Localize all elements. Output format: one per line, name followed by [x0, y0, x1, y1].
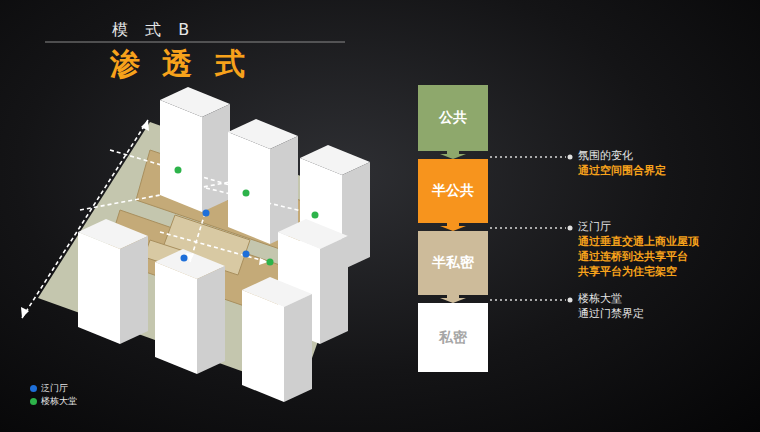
callout-heading: 氛围的变化: [578, 149, 633, 162]
level-label: 公共: [439, 109, 467, 127]
level-arrow: [440, 151, 466, 159]
level-label: 半公共: [432, 182, 474, 200]
callout-heading: 楼栋大堂: [578, 292, 622, 305]
callout-note: 通过连桥到达共享平台: [578, 250, 688, 263]
title-rule: [45, 42, 345, 43]
legend-swatch: [30, 385, 37, 392]
level-box: 私密: [418, 303, 488, 372]
callout-note: 通过空间围合界定: [578, 164, 666, 177]
arrowheads: [21, 120, 268, 318]
callout-note: 共享平台为住宅架空: [578, 265, 677, 278]
legend-swatch: [30, 398, 37, 405]
title: 模 式 B: [112, 20, 195, 39]
leader-dots: [568, 155, 573, 303]
level-arrow: [440, 223, 466, 231]
lobby-dots: [175, 167, 319, 266]
leader-lines: [490, 157, 566, 300]
level-arrow: [440, 295, 466, 303]
legend-text: 楼栋大堂: [41, 395, 77, 408]
legend-item: 楼栋大堂: [30, 395, 77, 408]
level-label: 私密: [439, 329, 467, 347]
callout-note: 通过垂直交通上商业屋顶: [578, 235, 699, 248]
level-label: 半私密: [432, 254, 474, 272]
level-box: 公共: [418, 85, 488, 151]
callout-heading: 泛门厅: [578, 220, 611, 233]
callout-note: 通过门禁界定: [578, 307, 644, 320]
level-box: 半私密: [418, 231, 488, 295]
level-box: 半公共: [418, 159, 488, 223]
subtitle: 渗 透 式: [110, 46, 251, 82]
residential-towers: [78, 87, 370, 402]
circulation-paths: [22, 120, 314, 318]
legend-text: 泛门厅: [41, 382, 68, 395]
legend-item: 泛门厅: [30, 382, 68, 395]
